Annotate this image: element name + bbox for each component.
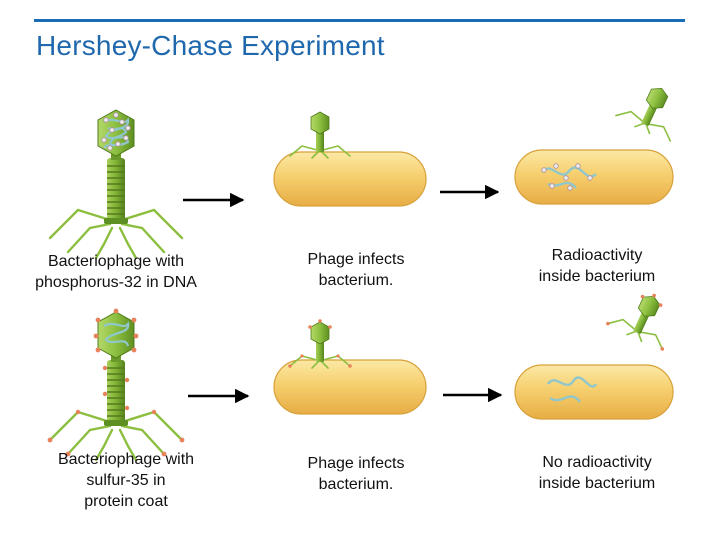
caption-phage-p32: Bacteriophage with phosphorus-32 in DNA (35, 253, 197, 291)
caption-phage-infects-2: Phage infects bacterium. (307, 455, 405, 493)
bacterium-not-radioactive (514, 282, 682, 420)
p32-label-dots (541, 163, 593, 191)
phage-s35 (47, 308, 185, 462)
p32-label-dots (101, 112, 131, 151)
phage-p32 (48, 108, 184, 260)
title-rule (34, 19, 685, 22)
dna-strand (547, 376, 598, 403)
bacterium-infected-r2 (273, 319, 427, 415)
caption-phage-infects-1: Phage infects bacterium. (307, 251, 405, 289)
bacterium-infected-r1 (273, 111, 427, 207)
page-title: Hershey-Chase Experiment (36, 30, 385, 61)
s35-label-dots (47, 308, 185, 457)
bacterium-radioactive (514, 74, 690, 205)
caption-phage-s35: Bacteriophage with sulfur-35 in protein … (57, 451, 195, 510)
caption-radioactivity-inside: Radioactivity inside bacterium (538, 247, 656, 285)
caption-no-radioactivity: No radioactivity inside bacterium (538, 454, 656, 492)
dna-strand (103, 321, 130, 347)
